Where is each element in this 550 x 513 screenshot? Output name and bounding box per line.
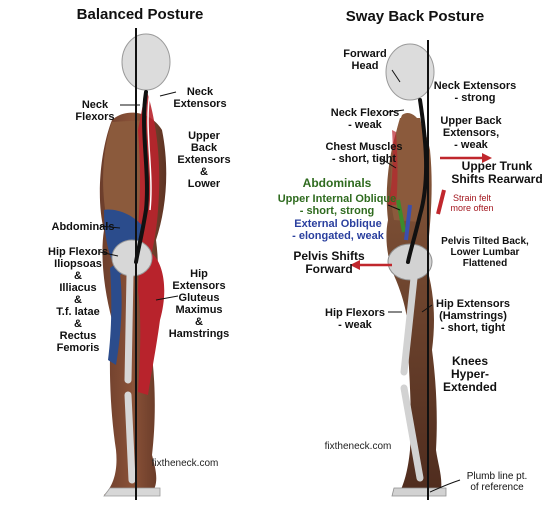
balanced-pelvis xyxy=(111,239,153,277)
label-sway-neck-extensors: Neck Extensors - strong xyxy=(433,80,517,104)
balanced-skull xyxy=(121,33,171,91)
label-strain: Strain felt more often xyxy=(450,193,494,213)
title-swayback: Sway Back Posture xyxy=(345,8,485,25)
swayback-chest xyxy=(388,130,398,205)
leader-sway-forward-head xyxy=(391,69,401,83)
label-upper-back-extensors: Upper Back Extensors & Lower xyxy=(177,130,231,190)
balanced-femur xyxy=(124,271,134,384)
upper-trunk-arrowhead xyxy=(482,153,492,163)
label-pelvis-tilted: Pelvis Tilted Back, Lower Lumbar Flatten… xyxy=(441,236,529,269)
balanced-upper-back xyxy=(103,120,150,225)
leader-abdominals xyxy=(99,225,121,229)
label-pelvis-shifts: Pelvis Shifts Forward xyxy=(293,249,365,276)
swayback-upper-back xyxy=(390,118,426,222)
pelvis-shift-arrowhead xyxy=(350,260,360,270)
balanced-foot xyxy=(103,487,161,497)
watermark-left: fixtheneck.com xyxy=(151,458,219,469)
balanced-hip-flexors xyxy=(108,262,122,365)
balanced-hip-extensors xyxy=(138,248,165,395)
leader-hip-extensors xyxy=(155,295,179,301)
label-knees: Knees Hyper- Extended xyxy=(442,354,497,394)
label-upper-internal-oblique: Upper Internal Oblique - short, strong xyxy=(277,193,397,217)
label-hip-flexors: Hip Flexors Iliopsoas & Illiacus & T.f. … xyxy=(48,246,108,354)
swayback-tibia xyxy=(400,384,424,482)
leader-hip-flexors xyxy=(99,251,119,257)
leader-sway-oblique xyxy=(387,204,401,211)
swayback-figure xyxy=(350,40,492,500)
label-sway-chest: Chest Muscles - short, tight xyxy=(325,141,403,165)
label-external-oblique: External Oblique - elongated, weak xyxy=(292,218,384,242)
leader-sway-chest xyxy=(379,157,397,169)
swayback-spine xyxy=(406,98,429,264)
leader-sway-hip-extensors xyxy=(421,304,433,313)
swayback-femur xyxy=(400,274,418,376)
swayback-foot xyxy=(391,487,447,497)
label-sway-upper-back: Upper Back Extensors, - weak xyxy=(440,115,502,151)
label-upper-trunk: Upper Trunk Shifts Rearward xyxy=(451,159,543,186)
leader-plumb-point xyxy=(429,479,461,493)
swayback-external-oblique xyxy=(404,204,412,241)
watermark-right: fixtheneck.com xyxy=(324,441,392,452)
balanced-figure xyxy=(99,28,179,500)
label-sway-hip-flexors: Hip Flexors - weak xyxy=(325,307,385,331)
label-sway-hip-extensors: Hip Extensors (Hamstrings) - short, tigh… xyxy=(436,298,510,334)
swayback-internal-oblique xyxy=(396,199,406,233)
balanced-tibia xyxy=(124,391,136,484)
title-balanced: Balanced Posture xyxy=(76,6,204,23)
label-plumb-line: Plumb line pt. of reference xyxy=(466,471,528,493)
label-hip-extensors: Hip Extensors Gluteus Maximus & Hamstrin… xyxy=(168,268,230,340)
label-sway-abdominals: Abdominals xyxy=(302,176,372,190)
label-forward-head: Forward Head xyxy=(343,48,387,72)
leader-neck-extensors xyxy=(159,91,177,97)
swayback-strain-marker xyxy=(436,189,446,215)
swayback-skull xyxy=(385,43,435,101)
leader-sway-neck-flexors xyxy=(387,109,405,113)
balanced-spine-outline xyxy=(147,91,152,211)
label-abdominals: Abdominals xyxy=(51,221,115,233)
label-neck-extensors: Neck Extensors xyxy=(173,86,227,110)
label-sway-neck-flexors: Neck Flexors - weak xyxy=(330,107,400,131)
balanced-spine xyxy=(134,90,149,264)
label-neck-flexors: Neck Flexors xyxy=(75,99,115,123)
